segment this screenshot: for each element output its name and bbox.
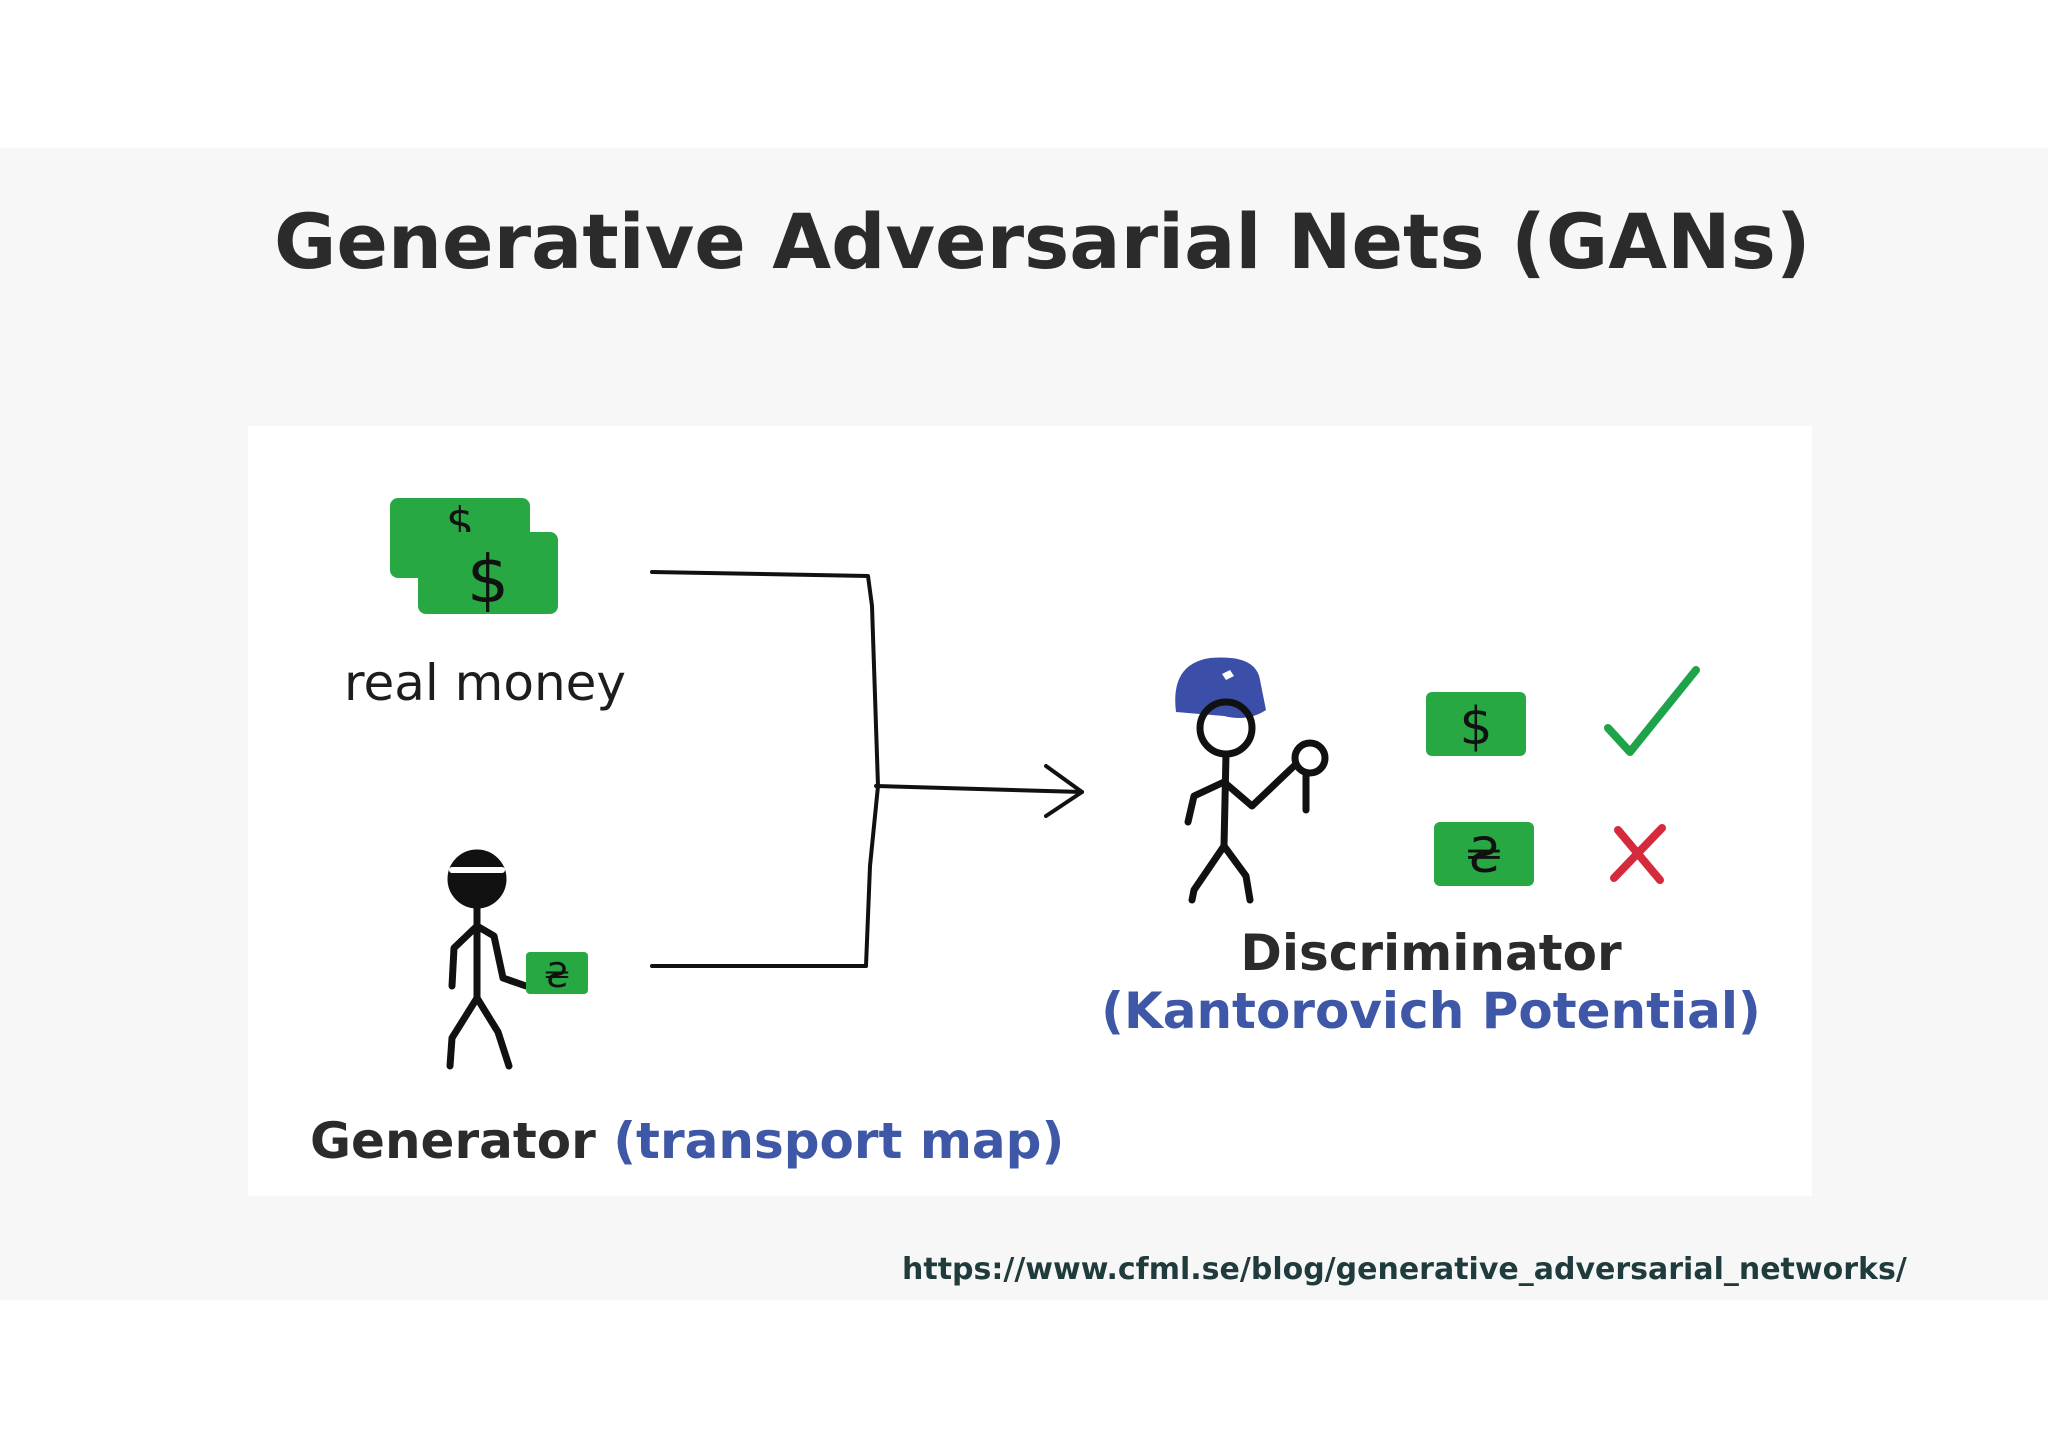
police-cap-badge-icon <box>1222 670 1234 680</box>
discriminator-figure-icon <box>1175 657 1329 904</box>
gan-diagram-panel: $ $ ₴ <box>248 426 1812 1196</box>
fake-bill <box>526 952 588 994</box>
discriminator-left-leg <box>1188 842 1228 904</box>
verdict-fake-bill <box>1434 822 1534 886</box>
generator-caption: Generator (transport map) <box>310 1112 1064 1170</box>
generator-head <box>447 849 507 909</box>
cross-icon <box>1610 824 1666 884</box>
slide-title: Generative Adversarial Nets (GANs) <box>274 197 1811 286</box>
arrow-head-icon <box>1044 764 1084 818</box>
generator-right-arm <box>473 922 530 990</box>
real-bill-front <box>418 532 558 614</box>
connector-arrow <box>650 570 1084 968</box>
check-icon <box>1604 666 1700 756</box>
fake-bill-icon: ₴ <box>526 952 588 996</box>
verdict-fake: ₴ <box>1434 822 1666 886</box>
police-cap-icon <box>1175 657 1266 718</box>
magnifying-glass-lens <box>1291 739 1329 777</box>
real-money-icon: $ $ <box>390 498 558 618</box>
generator-right-leg <box>473 994 513 1070</box>
real-bill-front-symbol: $ <box>467 541 509 618</box>
gan-diagram: $ $ ₴ <box>390 498 1700 1070</box>
source-url: https://www.cfml.se/blog/generative_adve… <box>902 1252 1907 1287</box>
discriminator-right-arm <box>1220 762 1298 810</box>
connector-bracket <box>650 570 880 968</box>
fake-bill-symbol: ₴ <box>544 956 570 996</box>
generator-label: Generator <box>310 1112 596 1170</box>
generator-figure-icon <box>446 849 530 1070</box>
verdict-real: $ <box>1426 666 1700 757</box>
verdict-real-bill-symbol: $ <box>1459 697 1492 757</box>
generator-left-arm <box>448 922 481 990</box>
generator-sublabel: (transport map) <box>613 1112 1065 1170</box>
generator-left-leg <box>446 994 481 1070</box>
real-money-label: real money <box>344 654 626 712</box>
verdict-fake-bill-symbol: ₴ <box>1465 828 1502 884</box>
discriminator-right-leg <box>1220 842 1254 904</box>
arrow-shaft <box>874 784 1084 794</box>
discriminator-label: Discriminator <box>1240 924 1622 982</box>
discriminator-body <box>1220 750 1230 850</box>
discriminator-sublabel: (Kantorovich Potential) <box>1101 982 1761 1040</box>
verdict-real-bill <box>1426 692 1526 756</box>
discriminator-left-arm <box>1184 778 1228 826</box>
